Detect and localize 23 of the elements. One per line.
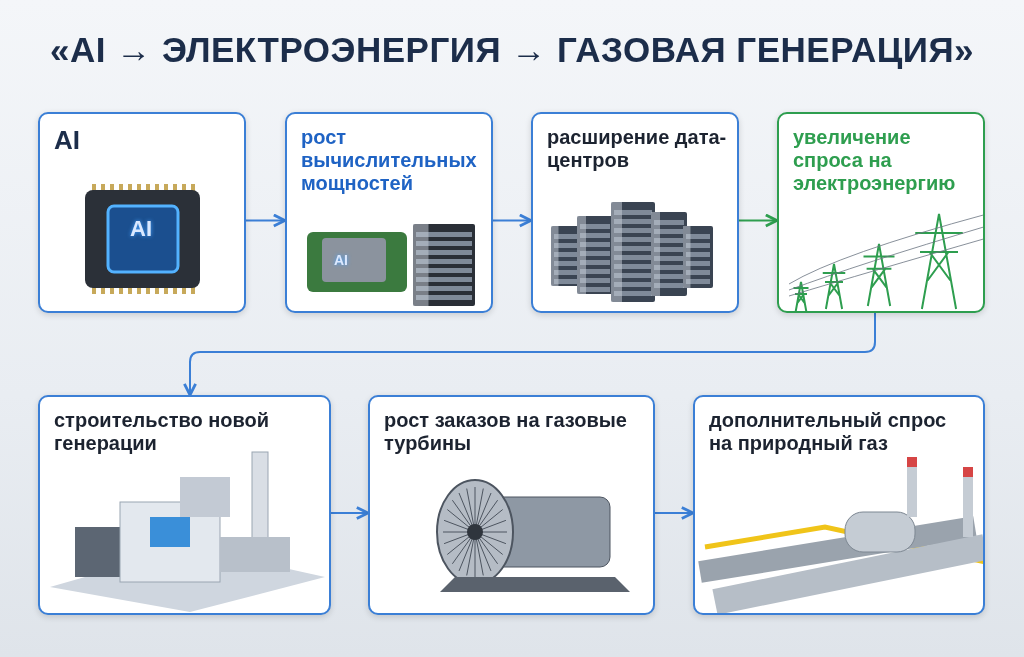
process-card — [38, 395, 331, 615]
process-card — [531, 112, 739, 313]
arrow — [654, 506, 695, 520]
arrow — [245, 213, 287, 228]
arrow — [183, 312, 876, 397]
node-label: строительство новой генерации — [54, 409, 271, 455]
arrow — [330, 506, 370, 520]
process-card — [777, 112, 985, 313]
arrow — [738, 213, 779, 228]
title: «AI → ЭЛЕКТРОЭНЕРГИЯ → ГАЗОВАЯ ГЕНЕРАЦИЯ» — [48, 30, 976, 70]
node-label: дополнительный спрос на природный газ — [709, 409, 948, 455]
chip-label: AI — [130, 216, 152, 242]
node-label: рост заказов на газовые турбины — [384, 409, 628, 455]
process-card — [285, 112, 493, 313]
node-label: рост вычислительных мощностей — [301, 126, 478, 195]
process-card — [693, 395, 985, 615]
arrow — [492, 213, 533, 228]
node-label: AI — [54, 126, 81, 156]
process-card — [368, 395, 655, 615]
node-label: увеличение спроса на электроэнергию — [793, 126, 957, 195]
process-card — [38, 112, 246, 313]
chip-label: AI — [334, 252, 348, 268]
node-label: расширение дата-центров — [547, 126, 727, 172]
